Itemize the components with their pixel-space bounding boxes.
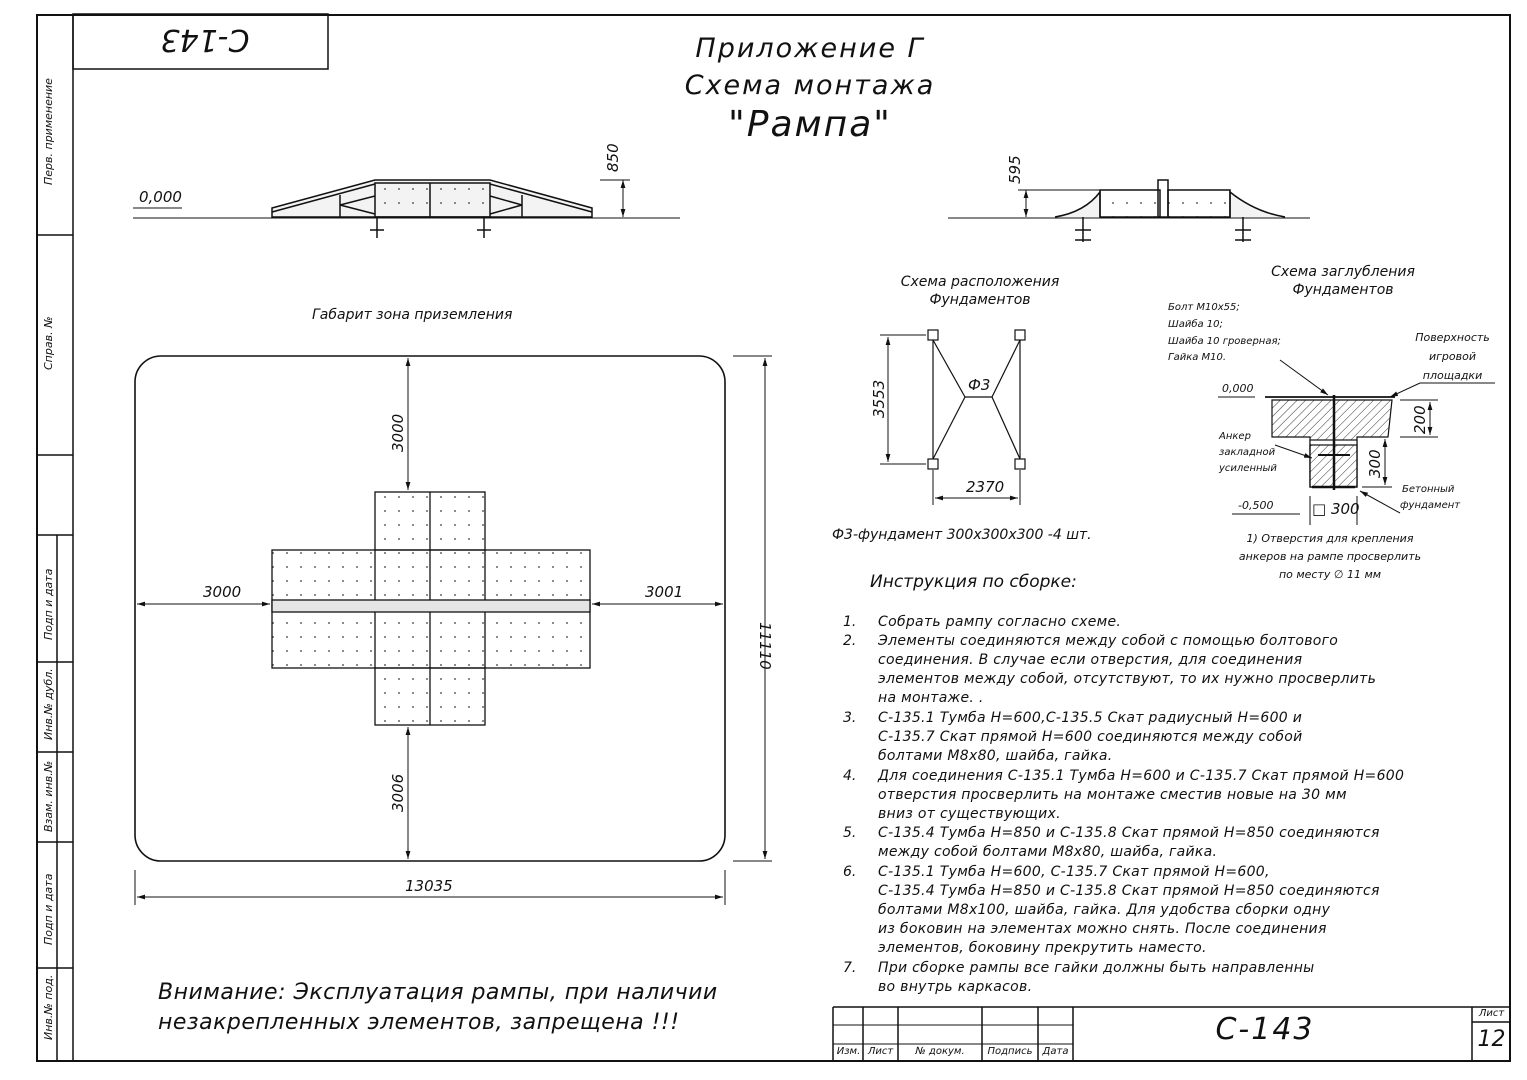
step-2-number: 2. xyxy=(843,633,857,649)
dim-left-3000: 3000 xyxy=(203,583,241,601)
side-label-repl-inv: Взам. инв.№ xyxy=(42,760,55,832)
step-7-number: 7. xyxy=(843,960,857,976)
foundation-depth-section xyxy=(1218,359,1495,525)
dim-top-3000: 3000 xyxy=(389,414,407,452)
step-7-line-2: во внутрь каркасов. xyxy=(878,979,1033,995)
level-0000-left: 0,000 xyxy=(139,188,182,206)
step-6-line-4: из боковин на элементах можно снять. Пос… xyxy=(878,921,1327,937)
step-3-number: 3. xyxy=(843,710,857,726)
tb-header-change: Изм. xyxy=(836,1046,861,1057)
warning-line-2: незакрепленных элементов, запрещена !!! xyxy=(158,1010,680,1035)
step-4-line-3: вниз от существующих. xyxy=(878,806,1061,822)
step-7-line-1: При сборке рампы все гайки должны быть н… xyxy=(878,960,1315,976)
level-bottom: -0,500 xyxy=(1238,499,1274,512)
step-1-number: 1. xyxy=(843,614,857,630)
step-1-line-1: Собрать рампу согласно схеме. xyxy=(878,614,1122,630)
tb-sheet-number: 12 xyxy=(1477,1027,1506,1052)
dim-bottom-3006: 3006 xyxy=(389,774,407,812)
step-3-line-3: болтами М8х80, шайба, гайка. xyxy=(878,748,1113,764)
elevation-left xyxy=(133,179,680,238)
dim-300-vertical: 300 xyxy=(1366,449,1384,478)
step-5-number: 5. xyxy=(843,825,857,841)
concrete-label-2: фундамент xyxy=(1400,500,1461,511)
fastener-bolt: Болт М10х55; xyxy=(1168,302,1240,313)
step-5-line-2: между собой болтами М8х80, шайба, гайка. xyxy=(878,844,1218,860)
code-mirrored: С-143 xyxy=(160,22,250,57)
step-4-line-1: Для соединения С-135.1 Тумба Н=600 и С-1… xyxy=(878,768,1405,784)
side-label-sign-date-1: Подп и дата xyxy=(42,568,55,640)
step-4-number: 4. xyxy=(843,768,857,784)
step-2-line-1: Элементы соединяются между собой с помощ… xyxy=(878,633,1339,649)
tb-header-doc-no: № докум. xyxy=(915,1046,965,1057)
dim-3553: 3553 xyxy=(870,380,888,418)
drawing-frame xyxy=(36,14,1511,1062)
side-label-first-use: Перв. применение xyxy=(42,78,55,185)
side-label-orig-inv: Инв.№ под. xyxy=(42,974,55,1040)
anchor-label-1: Анкер xyxy=(1219,431,1251,442)
foundation-depth-note-2: анкеров на рампе просверлить xyxy=(1238,550,1422,563)
foundation-layout-title-2: Фундаментов xyxy=(929,292,1031,308)
concrete-label-1: Бетонный xyxy=(1402,484,1455,495)
foundation-note: Ф3-фундамент 300х300х300 -4 шт. xyxy=(832,527,1092,543)
surface-label-3: площадки xyxy=(1422,369,1483,382)
landing-zone-caption: Габарит зона приземления xyxy=(312,307,513,323)
step-6-line-1: С-135.1 Тумба Н=600, С-135.7 Скат прямой… xyxy=(878,864,1270,880)
step-6-line-3: болтами М8х100, шайба, гайка. Для удобст… xyxy=(878,902,1331,918)
side-label-dup-inv: Инв.№ дубл. xyxy=(42,668,55,740)
dim-right-3001: 3001 xyxy=(645,583,683,601)
instructions-heading: Инструкция по сборке: xyxy=(870,572,1077,592)
step-2-line-3: элементов между собой, отсутствуют, то и… xyxy=(878,671,1377,687)
title-appendix: Приложение Г xyxy=(695,33,925,64)
step-3-line-2: С-135.7 Скат прямой Н=600 соединяются ме… xyxy=(878,729,1303,745)
height-850: 850 xyxy=(604,143,622,172)
step-2-line-2: соединения. В случае если отверстия, для… xyxy=(878,652,1303,668)
tb-header-date: Дата xyxy=(1042,1046,1069,1057)
landing-zone-plan xyxy=(134,355,772,905)
surface-label-1: Поверхность xyxy=(1415,331,1490,344)
surface-label-2: игровой xyxy=(1428,350,1476,363)
dim-200: 200 xyxy=(1411,405,1429,434)
dim-width-13035: 13035 xyxy=(405,877,453,895)
foundation-depth-title-2: Фундаментов xyxy=(1292,282,1394,298)
tb-header-signature: Подпись xyxy=(987,1046,1033,1057)
anchor-label-3: усиленный xyxy=(1219,463,1277,474)
foundation-layout-plan xyxy=(880,329,1026,505)
step-2-line-4: на монтаже. . xyxy=(878,690,984,706)
tb-sheet-label: Лист xyxy=(1478,1008,1505,1019)
level-top: 0,000 xyxy=(1222,382,1254,395)
foundation-depth-note-1: 1) Отверстия для крепления xyxy=(1246,532,1414,545)
title-ramp: "Рампа" xyxy=(728,104,892,145)
side-label-ref-no: Справ. № xyxy=(42,316,55,370)
title-scheme: Схема монтажа xyxy=(684,70,936,101)
dim-300-square: □ 300 xyxy=(1312,500,1360,518)
tb-header-sheet: Лист xyxy=(867,1046,894,1057)
step-3-line-1: С-135.1 Тумба Н=600,С-135.5 Скат радиусн… xyxy=(878,710,1303,726)
foundation-label: Ф3 xyxy=(968,376,990,394)
foundation-depth-title-1: Схема заглубления xyxy=(1271,264,1415,280)
height-595: 595 xyxy=(1006,155,1024,184)
title-block-grid xyxy=(832,1006,1511,1062)
warning-line-1: Внимание: Эксплуатация рампы, при наличи… xyxy=(158,980,718,1005)
tb-document-code: С-143 xyxy=(1215,1012,1315,1047)
dim-height-11110: 11110 xyxy=(756,622,774,670)
foundation-layout-title-1: Схема расположения xyxy=(900,274,1060,290)
side-strip xyxy=(36,14,74,1062)
step-6-line-2: С-135.4 Тумба Н=850 и С-135.8 Скат прямо… xyxy=(878,883,1380,899)
dim-2370: 2370 xyxy=(966,478,1004,496)
elevation-right xyxy=(948,179,1310,242)
step-6-line-5: элементов, боковину прекрутить наместо. xyxy=(878,940,1207,956)
step-6-number: 6. xyxy=(843,864,857,880)
code-box xyxy=(72,13,329,70)
fastener-spring-washer: Шайба 10 гроверная; xyxy=(1168,336,1281,347)
step-4-line-2: отверстия просверлить на монтаже сместив… xyxy=(878,787,1347,803)
anchor-label-2: закладной xyxy=(1219,447,1276,458)
fastener-washer: Шайба 10; xyxy=(1168,319,1223,330)
fastener-nut: Гайка М10. xyxy=(1168,352,1227,363)
step-5-line-1: С-135.4 Тумба Н=850 и С-135.8 Скат прямо… xyxy=(878,825,1380,841)
foundation-depth-note-3: по месту ∅ 11 мм xyxy=(1278,568,1382,581)
side-label-sign-date-2: Подп и дата xyxy=(42,873,55,945)
